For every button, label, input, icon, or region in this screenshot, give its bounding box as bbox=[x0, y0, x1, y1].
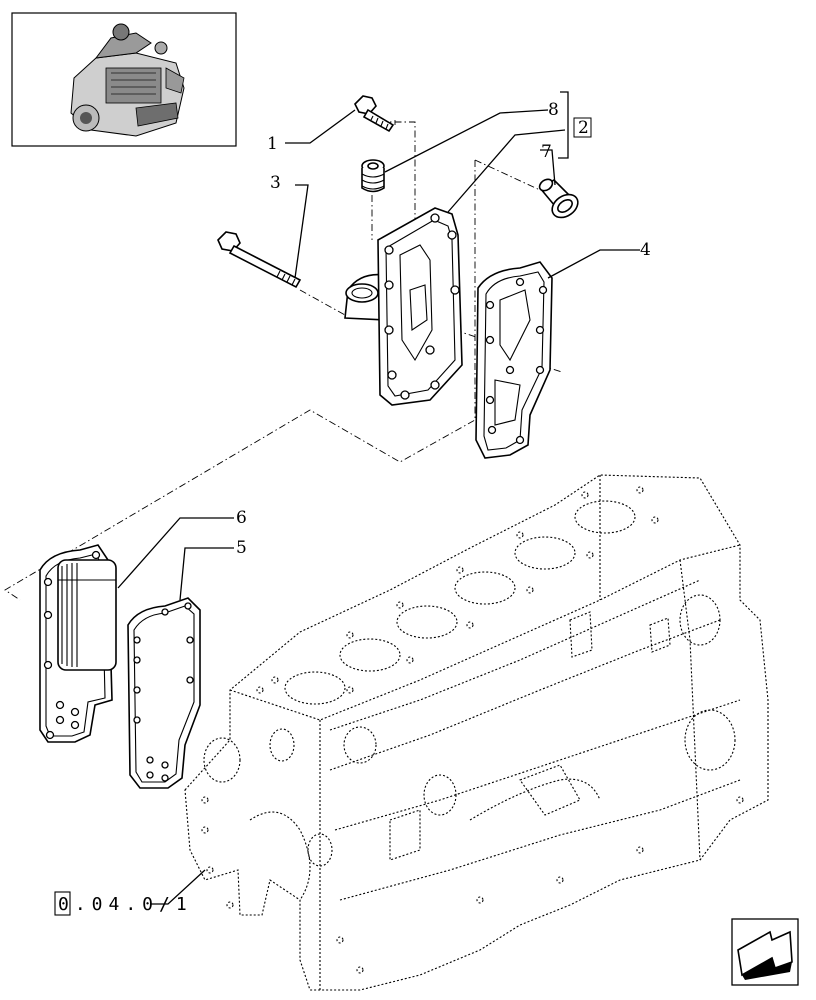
callout-3: 3 bbox=[270, 173, 281, 193]
part-4-gasket bbox=[475, 261, 553, 459]
callout-5: 5 bbox=[236, 538, 247, 558]
engine-block bbox=[184, 474, 769, 991]
engine-thumbnail-icon bbox=[11, 12, 237, 147]
part-6-oil-cooler bbox=[39, 544, 117, 743]
part-5-gasket bbox=[127, 597, 201, 789]
callout-8: 8 bbox=[548, 100, 559, 120]
part-3-long-bolt bbox=[217, 231, 302, 289]
callout-6: 6 bbox=[236, 508, 247, 528]
part-2-cover-plate bbox=[344, 207, 463, 406]
callout-7: 7 bbox=[541, 142, 552, 162]
callout-1: 1 bbox=[267, 134, 278, 154]
part-7-sleeve bbox=[538, 178, 579, 219]
navigation-arrow-icon[interactable] bbox=[731, 918, 799, 986]
part-1-bolt bbox=[354, 95, 395, 133]
callout-2: 2 bbox=[578, 118, 589, 138]
reference-code: 0.04.0/1 bbox=[58, 894, 193, 915]
callout-4: 4 bbox=[640, 240, 651, 260]
part-8-plug bbox=[361, 159, 385, 193]
